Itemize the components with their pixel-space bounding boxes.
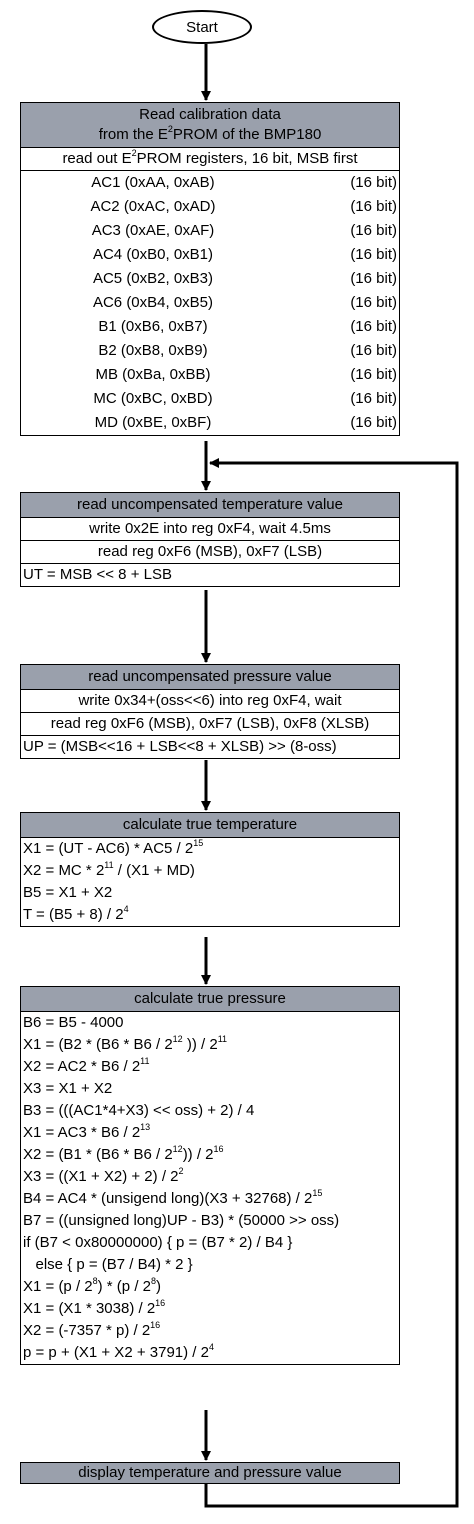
- register-name: AC4 (0xB0, 0xB1): [92, 246, 214, 263]
- register-row: MD (0xBE, 0xBF) (16 bit): [21, 411, 399, 435]
- register-name: MC (0xBC, 0xBD): [93, 390, 213, 407]
- register-name: B2 (0xB8, 0xB9): [98, 342, 208, 359]
- pressure-header: calculate true pressure: [21, 987, 399, 1012]
- formula-line: X3 = X1 + X2: [23, 1080, 113, 1097]
- up-line1: write 0x34+(oss<<6) into reg 0xF4, wait: [21, 690, 399, 713]
- formula-line: if (B7 < 0x80000000) { p = (B7 * 2) / B4…: [23, 1234, 293, 1251]
- formula-line: B7 = ((unsigned long)UP - B3) * (50000 >…: [23, 1212, 340, 1229]
- register-size: (16 bit): [350, 366, 397, 383]
- ut-line1: write 0x2E into reg 0xF4, wait 4.5ms: [21, 518, 399, 541]
- formula-line: X1 = (p / 28) * (p / 28): [23, 1276, 162, 1296]
- formula-line: B3 = (((AC1*4+X3) << oss) + 2) / 4: [23, 1102, 255, 1119]
- formula-line: X2 = MC * 211 / (X1 + MD): [23, 860, 195, 880]
- formula-line: X1 = (B2 * (B6 * B6 / 212 )) / 211: [23, 1034, 228, 1054]
- temperature-block: calculate true temperature X1 = (UT - AC…: [20, 812, 400, 927]
- formula-line: X2 = (-7357 * p) / 216: [23, 1320, 161, 1340]
- register-size: (16 bit): [350, 222, 397, 239]
- register-row: AC3 (0xAE, 0xAF) (16 bit): [21, 219, 399, 243]
- formula-line: X2 = AC2 * B6 / 211: [23, 1056, 150, 1076]
- calibration-title-line1: Read calibration data: [139, 106, 281, 123]
- register-name: MB (0xBa, 0xBB): [95, 366, 211, 383]
- calibration-subtitle: read out E2PROM registers, 16 bit, MSB f…: [21, 148, 399, 171]
- formula-line: X1 = AC3 * B6 / 213: [23, 1122, 151, 1142]
- formula-line: B5 = X1 + X2: [23, 884, 113, 901]
- up-line3: UP = (MSB<<16 + LSB<<8 + XLSB) >> (8-oss…: [23, 738, 337, 755]
- formula-line: T = (B5 + 8) / 24: [23, 904, 129, 924]
- register-row: B1 (0xB6, 0xB7) (16 bit): [21, 315, 399, 339]
- pressure-title: calculate true pressure: [134, 990, 286, 1007]
- formula-line: else { p = (B7 / B4) * 2 }: [23, 1256, 193, 1273]
- calibration-title-line2: from the E2PROM of the BMP180: [98, 124, 322, 144]
- register-size: (16 bit): [350, 270, 397, 287]
- register-size: (16 bit): [350, 294, 397, 311]
- formula-line: B6 = B5 - 4000: [23, 1014, 124, 1031]
- register-name: AC6 (0xB4, 0xB5): [92, 294, 214, 311]
- register-size: (16 bit): [350, 318, 397, 335]
- register-size: (16 bit): [350, 390, 397, 407]
- register-name: AC1 (0xAA, 0xAB): [91, 174, 215, 191]
- ut-line3: UT = MSB << 8 + LSB: [23, 566, 172, 583]
- formula-line: X3 = ((X1 + X2) + 2) / 22: [23, 1166, 184, 1186]
- register-row: AC1 (0xAA, 0xAB) (16 bit): [21, 171, 399, 195]
- formula-line: X2 = (B1 * (B6 * B6 / 212)) / 216: [23, 1144, 224, 1164]
- formula-line: X1 = (UT - AC6) * AC5 / 215: [23, 838, 204, 858]
- register-row: AC5 (0xB2, 0xB3) (16 bit): [21, 267, 399, 291]
- register-name: AC5 (0xB2, 0xB3): [92, 270, 214, 287]
- up-line2: read reg 0xF6 (MSB), 0xF7 (LSB), 0xF8 (X…: [21, 713, 399, 736]
- ut-line2: read reg 0xF6 (MSB), 0xF7 (LSB): [21, 541, 399, 564]
- register-list: AC1 (0xAA, 0xAB)(16 bit)AC2 (0xAC, 0xAD)…: [21, 171, 399, 435]
- calibration-header: Read calibration data from the E2PROM of…: [21, 103, 399, 148]
- temperature-title: calculate true temperature: [122, 816, 298, 833]
- register-size: (16 bit): [350, 174, 397, 191]
- register-size: (16 bit): [350, 414, 397, 431]
- register-row: AC2 (0xAC, 0xAD) (16 bit): [21, 195, 399, 219]
- formula-line: X1 = (X1 * 3038) / 216: [23, 1298, 166, 1318]
- register-row: AC6 (0xB4, 0xB5) (16 bit): [21, 291, 399, 315]
- start-label: Start: [186, 18, 218, 36]
- register-name: AC2 (0xAC, 0xAD): [90, 198, 216, 215]
- up-header: read uncompensated pressure value: [21, 665, 399, 690]
- ut-title: read uncompensated temperature value: [76, 496, 343, 513]
- ut-block: read uncompensated temperature value wri…: [20, 492, 400, 587]
- register-size: (16 bit): [350, 198, 397, 215]
- ut-header: read uncompensated temperature value: [21, 493, 399, 518]
- start-terminal: Start: [152, 10, 252, 44]
- register-size: (16 bit): [350, 342, 397, 359]
- register-row: AC4 (0xB0, 0xB1) (16 bit): [21, 243, 399, 267]
- register-name: AC3 (0xAE, 0xAF): [91, 222, 215, 239]
- up-title: read uncompensated pressure value: [88, 668, 332, 685]
- register-size: (16 bit): [350, 246, 397, 263]
- up-block: read uncompensated pressure value write …: [20, 664, 400, 759]
- pressure-formulas: B6 = B5 - 4000 X1 = (B2 * (B6 * B6 / 212 …: [21, 1012, 399, 1364]
- register-row: MB (0xBa, 0xBB) (16 bit): [21, 363, 399, 387]
- register-row: B2 (0xB8, 0xB9) (16 bit): [21, 339, 399, 363]
- display-block: display temperature and pressure value: [20, 1462, 400, 1484]
- loop-back-arrow: [204, 458, 459, 1508]
- formula-line: B4 = AC4 * (unsigend long)(X3 + 32768) /…: [23, 1188, 323, 1208]
- calibration-block: Read calibration data from the E2PROM of…: [20, 102, 400, 436]
- register-row: MC (0xBC, 0xBD) (16 bit): [21, 387, 399, 411]
- register-name: B1 (0xB6, 0xB7): [98, 318, 208, 335]
- display-title: display temperature and pressure value: [78, 1464, 342, 1481]
- formula-line: p = p + (X1 + X2 + 3791) / 24: [23, 1342, 214, 1362]
- temperature-header: calculate true temperature: [21, 813, 399, 838]
- register-name: MD (0xBE, 0xBF): [94, 414, 212, 431]
